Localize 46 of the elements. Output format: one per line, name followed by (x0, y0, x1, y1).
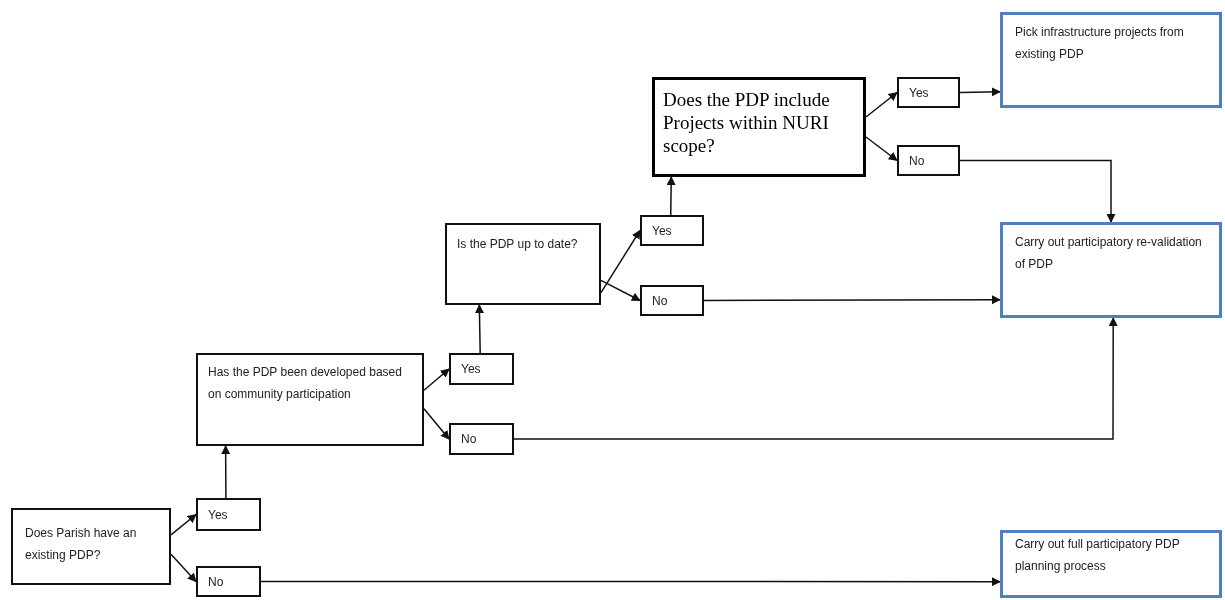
node-text: Yes (461, 361, 482, 378)
node-text: Carry out full participatory PDP planning process (1015, 536, 1181, 575)
node-text: No (909, 153, 926, 170)
answer-box (640, 215, 704, 246)
node-text: Yes (652, 223, 673, 240)
answer-box (897, 77, 960, 108)
process-box (1000, 222, 1222, 318)
arrow (600, 229, 641, 294)
answer-box (449, 353, 514, 385)
arrow (260, 577, 1001, 587)
node-text: No (208, 574, 225, 591)
arrow (513, 317, 1118, 440)
node-text: Does Parish have an existing PDP? (25, 525, 138, 564)
arrow (865, 136, 898, 162)
decision-box (445, 223, 601, 305)
answer-box (640, 285, 704, 316)
arrow (474, 304, 484, 354)
node-text: No (461, 431, 478, 448)
arrow (666, 176, 676, 216)
answer-box (449, 423, 514, 455)
node-text: Carry out participatory re-validation of PDP (1015, 234, 1203, 273)
node-text: No (652, 293, 669, 310)
node-text: Is the PDP up to date? (457, 236, 579, 253)
decision-box (652, 77, 866, 177)
node-text: Yes (208, 507, 229, 524)
node-text: Does the PDP include Projects within NURI scope? (663, 88, 831, 157)
decision-box (11, 508, 171, 585)
arrow (703, 295, 1001, 305)
node-text: Pick infrastructure projects from existing PDP (1015, 24, 1185, 63)
node-text: Yes (909, 85, 930, 102)
arrow (423, 368, 450, 391)
arrow (170, 553, 197, 583)
arrow (221, 445, 231, 499)
arrow (170, 513, 197, 536)
decision-box (196, 353, 424, 446)
node-text: Has the PDP been developed based on community participation (208, 364, 403, 403)
arrow (865, 91, 898, 118)
arrow (600, 279, 641, 302)
arrow (423, 408, 450, 440)
process-box (1000, 530, 1222, 598)
arrow (959, 87, 1001, 97)
answer-box (897, 145, 960, 176)
answer-box (196, 566, 261, 597)
arrow (959, 159, 1116, 223)
answer-box (196, 498, 261, 531)
process-box (1000, 12, 1222, 108)
